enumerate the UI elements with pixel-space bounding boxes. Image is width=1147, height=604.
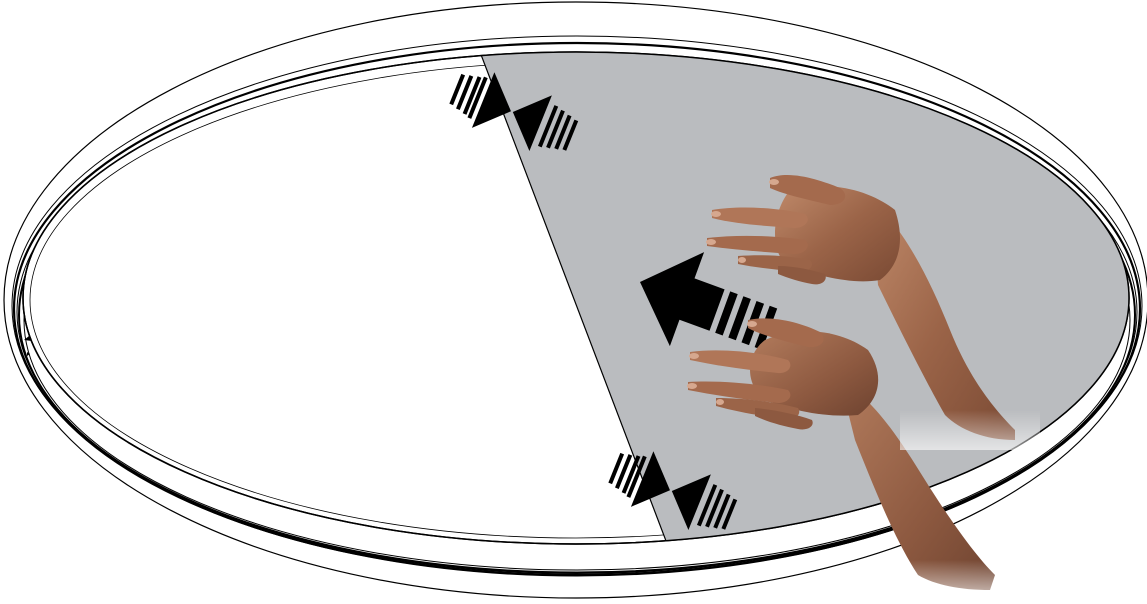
installation-diagram [0,0,1147,604]
diagram-canvas [0,0,1147,604]
